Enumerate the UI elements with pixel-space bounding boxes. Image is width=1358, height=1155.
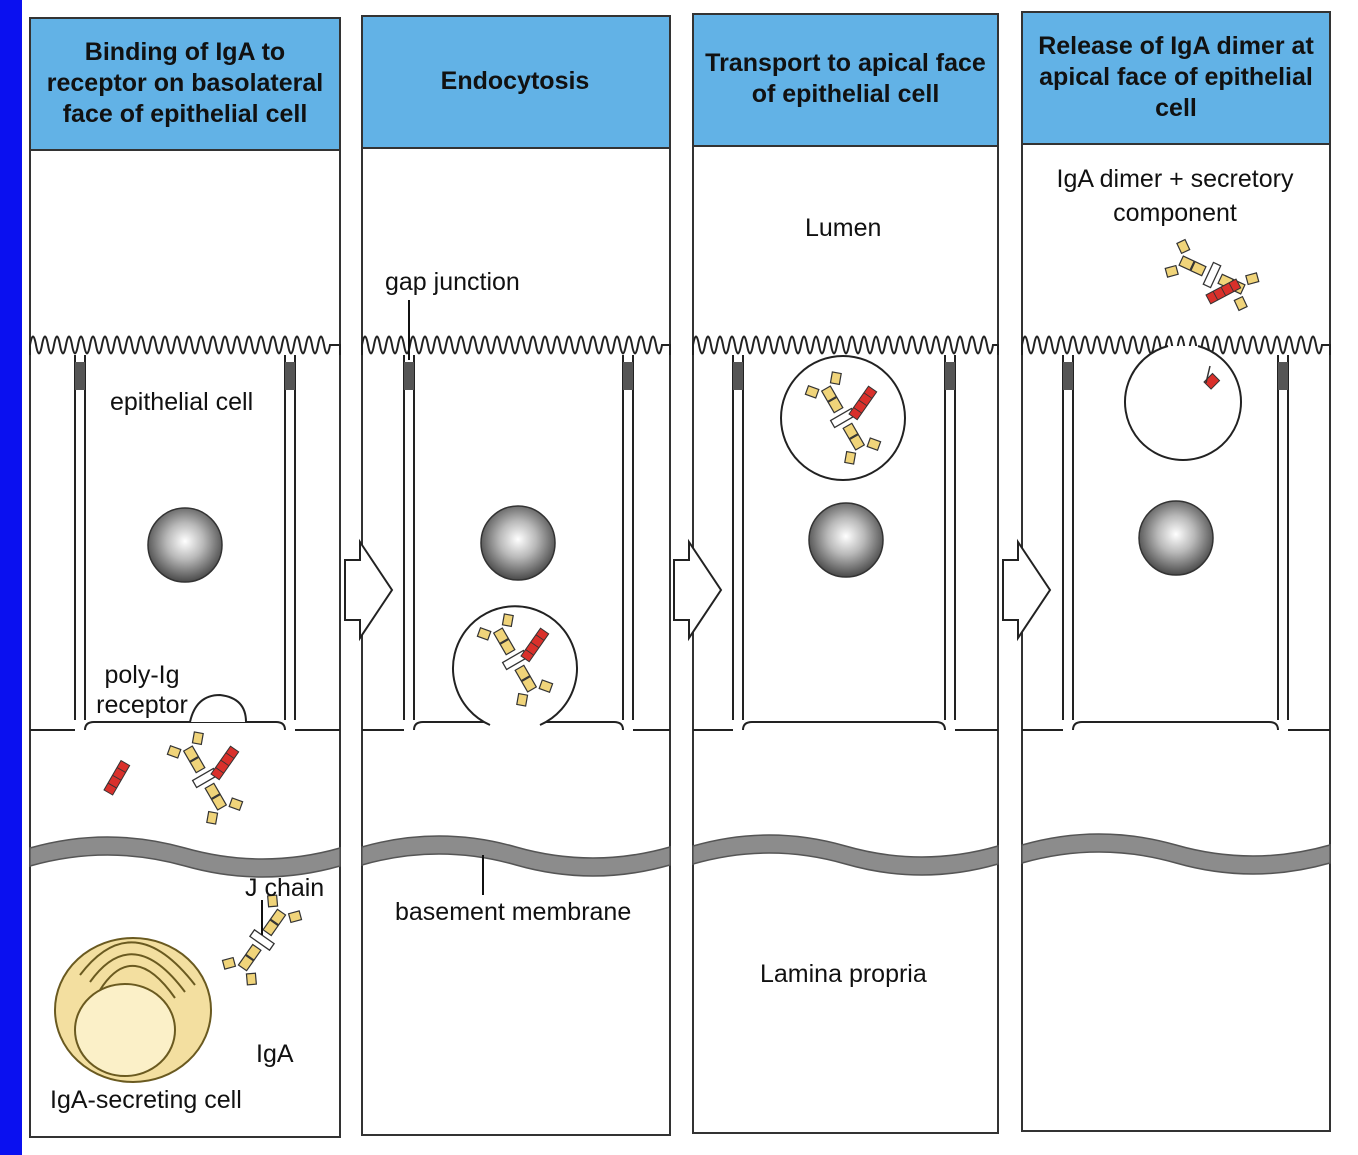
panel-1-title: Binding of IgA to receptor on basolatera… xyxy=(30,18,340,148)
lamina-propria-label: Lamina propria xyxy=(760,960,927,988)
iga-dimer-sc-label: IgA dimer + secretory component xyxy=(1030,162,1320,230)
panel-1-nucleus xyxy=(148,508,222,582)
panel-4-gap-junction-0 xyxy=(1063,362,1073,390)
panel-1-gap-junction-0 xyxy=(75,362,85,390)
panel-2-gap-junction-0 xyxy=(404,362,414,390)
panel-2-gap-junction-1 xyxy=(623,362,633,390)
panel-2-nucleus xyxy=(481,506,555,580)
panel-4-gap-junction-1 xyxy=(1278,362,1288,390)
panel-4-title: Release of IgA dimer at apical face of e… xyxy=(1022,12,1330,142)
panel-3-gap-junction-1 xyxy=(945,362,955,390)
panel-3-title: Transport to apical face of epithelial c… xyxy=(693,14,998,144)
panel-1-gap-junction-1 xyxy=(285,362,295,390)
plasma-cell xyxy=(55,938,211,1082)
panel-3-nucleus xyxy=(809,503,883,577)
panel-4-nucleus xyxy=(1139,501,1213,575)
basement-membrane-label: basement membrane xyxy=(395,898,631,926)
gap-junction-label: gap junction xyxy=(385,268,520,296)
endocytic-vesicle xyxy=(453,606,577,725)
release-vesicle xyxy=(1125,346,1241,460)
j-chain-label: J chain xyxy=(245,874,324,902)
epithelial-cell-label: epithelial cell xyxy=(110,388,253,416)
iga-label: IgA xyxy=(256,1040,294,1068)
lumen-label: Lumen xyxy=(805,214,881,242)
iga-secreting-cell-label: IgA-secreting cell xyxy=(50,1086,242,1114)
panel-3-gap-junction-0 xyxy=(733,362,743,390)
poly-ig-receptor-label: poly-Ig receptor xyxy=(92,660,192,720)
panel-2-title: Endocytosis xyxy=(362,16,668,146)
